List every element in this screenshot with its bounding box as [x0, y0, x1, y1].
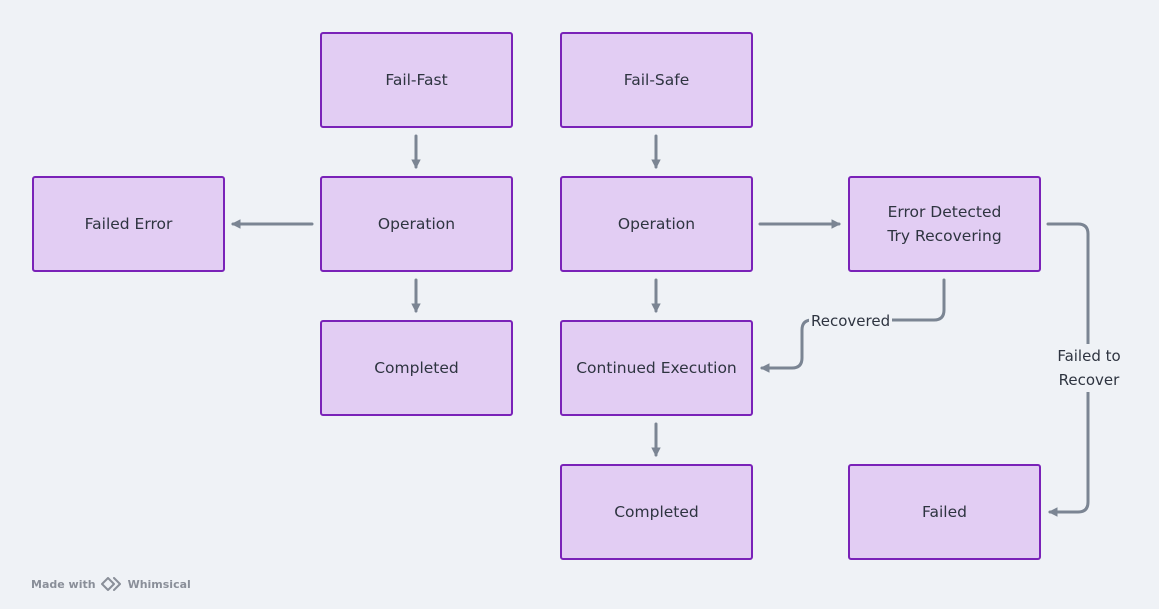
arrow-recovered	[760, 278, 946, 373]
node-completed-safe[interactable]: Completed	[560, 464, 753, 560]
node-error-detected[interactable]: Error Detected Try Recovering	[848, 176, 1041, 272]
whimsical-logo-icon	[100, 577, 121, 591]
edge-label-failed-to-recover: Failed to Recover	[1049, 344, 1129, 392]
node-fail-fast[interactable]: Fail-Fast	[320, 32, 513, 128]
node-failed[interactable]: Failed	[848, 464, 1041, 560]
node-operation-safe[interactable]: Operation	[560, 176, 753, 272]
node-operation-fast[interactable]: Operation	[320, 176, 513, 272]
node-fail-safe[interactable]: Fail-Safe	[560, 32, 753, 128]
whimsical-brand: Whimsical	[127, 577, 191, 591]
node-continued-execution[interactable]: Continued Execution	[560, 320, 753, 416]
node-failed-error[interactable]: Failed Error	[32, 176, 225, 272]
made-with-footer[interactable]: Made with Whimsical	[31, 577, 191, 591]
node-completed-fast[interactable]: Completed	[320, 320, 513, 416]
edge-label-recovered: Recovered	[809, 309, 893, 333]
made-with-label: Made with	[31, 577, 96, 591]
